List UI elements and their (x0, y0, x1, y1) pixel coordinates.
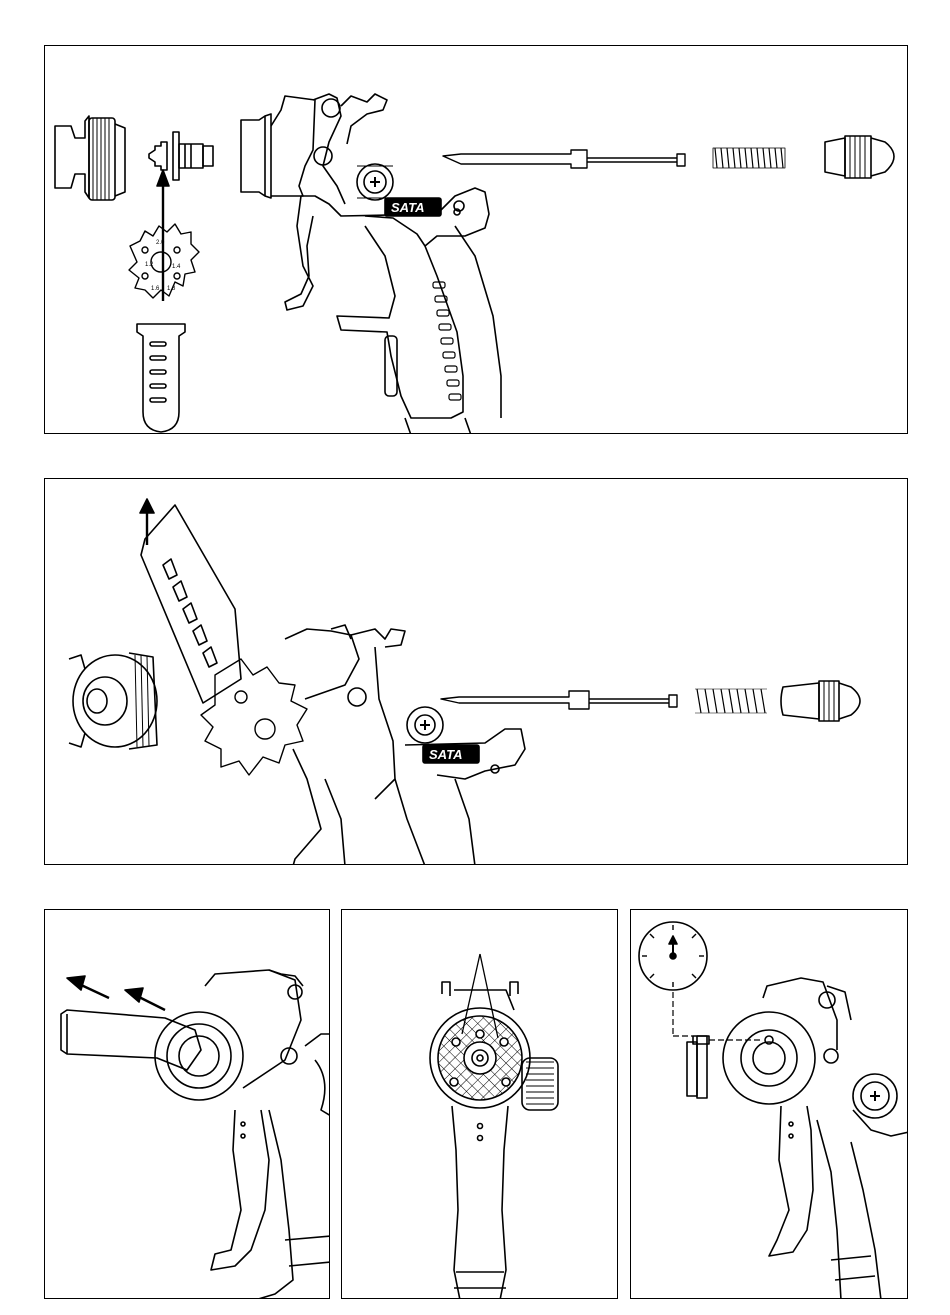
exploded-view-illustration: 2.0 1.2 1.4 1.6 1.8 (45, 46, 908, 434)
air-cap (55, 116, 125, 200)
arrow-left-icon (67, 976, 165, 1010)
arrow-up-icon (157, 170, 169, 301)
adjustment-knob (781, 681, 860, 721)
tool-use-illustration: SATA (45, 479, 908, 865)
nozzle (149, 132, 213, 180)
gauge-probe (687, 1036, 709, 1098)
tool-handle (137, 324, 185, 432)
step-panel-3 (44, 909, 330, 1299)
paint-needle (443, 150, 685, 168)
brand-logo: SATA (429, 747, 462, 762)
step-panel-2: SATA (44, 478, 908, 865)
spray-gun-body (155, 970, 330, 1299)
spray-gun-body (430, 982, 558, 1299)
air-cap (69, 653, 157, 749)
brand-logo: SATA (391, 200, 424, 215)
front-view-illustration (342, 910, 618, 1299)
paint-needle (441, 691, 677, 709)
adjustment-knob (825, 136, 894, 178)
cleaning-illustration (45, 910, 330, 1299)
step-panel-1: 2.0 1.2 1.4 1.6 1.8 (44, 45, 908, 434)
needle-spring (713, 148, 785, 168)
clock-gauge-icon (639, 922, 707, 990)
tool-handle (141, 505, 241, 703)
spray-gun-body (285, 625, 525, 865)
svg-text:1.8: 1.8 (167, 286, 176, 292)
multi-tool (201, 659, 307, 775)
step-panel-4 (341, 909, 618, 1299)
spray-gun-body (241, 94, 501, 434)
svg-text:1.6: 1.6 (151, 286, 160, 292)
svg-text:2.0: 2.0 (156, 240, 165, 246)
gauge-check-illustration (631, 910, 908, 1299)
needle-spring (695, 689, 767, 713)
step-panel-5 (630, 909, 908, 1299)
arrow-up-icon (140, 499, 154, 545)
svg-text:1.4: 1.4 (172, 264, 181, 270)
svg-text:1.2: 1.2 (145, 262, 154, 268)
spray-gun-body (723, 978, 908, 1299)
